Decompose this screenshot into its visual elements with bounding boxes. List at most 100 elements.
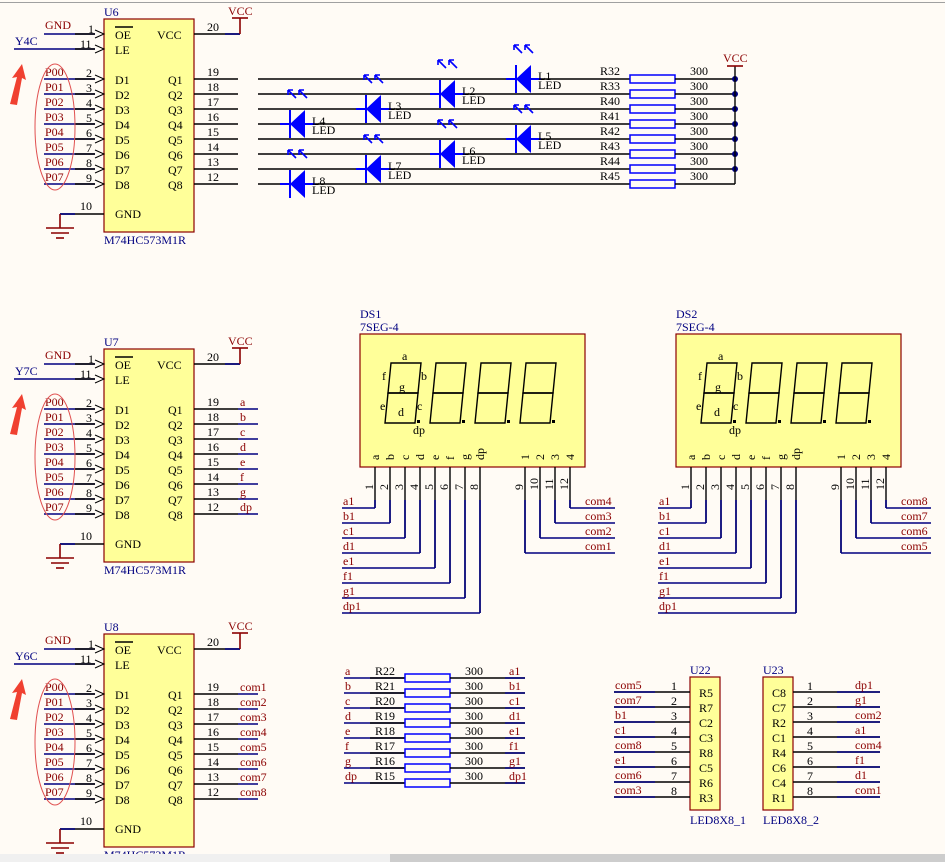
- pin-number: 6: [807, 754, 813, 768]
- pin-number: 6: [671, 754, 677, 768]
- annotation-ellipse: [34, 63, 76, 191]
- pin-letter: 1: [834, 454, 848, 460]
- latch-body: [103, 18, 195, 233]
- resistor-ref: R43: [600, 139, 620, 153]
- resistor-value: 300: [690, 109, 708, 123]
- ground-symbol: [46, 544, 74, 569]
- pin-letter: e: [744, 455, 758, 460]
- pin-number: 4: [407, 484, 421, 490]
- light-emission-icon: [363, 134, 373, 144]
- led-ref: L4: [312, 114, 325, 128]
- horizontal-scrollbar[interactable]: [0, 854, 945, 862]
- pin-number: 18: [207, 695, 219, 709]
- common-net-label: com7: [901, 509, 928, 523]
- pin-name: D2: [115, 88, 130, 102]
- output-net-label: f: [240, 470, 244, 484]
- pin-input-arrow: [94, 494, 106, 504]
- output-net-label: c: [240, 425, 245, 439]
- pin-input-arrow: [94, 764, 106, 774]
- pin-name: D3: [115, 718, 130, 732]
- pin-number: 8: [783, 484, 797, 490]
- pin-number: 10: [80, 814, 92, 828]
- input-net-label: P02: [45, 710, 64, 724]
- resistor-out-net: f1: [509, 739, 519, 753]
- header-net-label: e1: [615, 753, 626, 767]
- pin-input-arrow: [94, 404, 106, 414]
- pin-name-gnd: GND: [115, 537, 141, 551]
- pin-number: 11: [80, 37, 92, 51]
- light-emission-icon: [524, 104, 534, 114]
- pin-number: 1: [362, 484, 376, 490]
- decimal-point: [733, 420, 736, 423]
- pin-name: Q3: [168, 718, 183, 732]
- latch-part: M74HC573M1R: [104, 563, 186, 577]
- scrollbar-thumb[interactable]: [390, 854, 945, 862]
- pin-name-oe: OE: [115, 28, 131, 42]
- pin-name: Q2: [168, 88, 183, 102]
- pin-number: 13: [207, 155, 219, 169]
- segment-label-f: f: [698, 369, 702, 383]
- pin-name: D1: [115, 73, 130, 87]
- led-ref: L7: [388, 159, 401, 173]
- input-net-label: P07: [45, 785, 64, 799]
- resistor-body: [629, 119, 676, 129]
- pin-letter: 4: [563, 454, 577, 460]
- decimal-point: [417, 420, 420, 423]
- resistor-value: 300: [465, 679, 483, 693]
- led-type: LED: [312, 183, 336, 197]
- input-net-label: P04: [45, 740, 64, 754]
- resistor-body: [629, 89, 676, 99]
- latch-u8: U8M74HC573M1RGND1OEY6C11LEVCC20VCCGND10P…: [10, 619, 267, 854]
- pin-letter: 3: [864, 454, 878, 460]
- segment-net-label: a1: [343, 494, 354, 508]
- output-net-label: g: [240, 485, 246, 499]
- pin-letter: d: [729, 454, 743, 460]
- resistor-ref: R17: [375, 739, 395, 753]
- decimal-point: [868, 420, 871, 423]
- common-net-label: com6: [901, 524, 928, 538]
- le-net-label: Y4C: [15, 34, 38, 48]
- segment-label-d: d: [398, 405, 404, 419]
- pin-number: 3: [86, 696, 92, 710]
- resistor-ref: R18: [375, 724, 395, 738]
- pin-number: 14: [207, 470, 219, 484]
- resistor-in-net: c: [345, 694, 350, 708]
- pin-number: 2: [86, 681, 92, 695]
- pin-letter: a: [368, 454, 382, 460]
- input-net-label: P07: [45, 170, 64, 184]
- pin-number: 3: [671, 709, 677, 723]
- pin-input-arrow: [94, 434, 106, 444]
- resistor-ref: R22: [375, 664, 395, 678]
- segment-label-d: d: [714, 405, 720, 419]
- pin-number: 19: [207, 395, 219, 409]
- common-net-label: com3: [585, 509, 612, 523]
- pin-number: 2: [86, 66, 92, 80]
- pin-number: 15: [207, 740, 219, 754]
- pin-letter: g: [458, 454, 472, 460]
- resistor-body: [404, 703, 451, 713]
- pin-input-arrow: [94, 419, 106, 429]
- header-body: [762, 676, 794, 811]
- light-emission-icon: [513, 104, 523, 114]
- pin-number: 20: [207, 20, 219, 34]
- resistor-body: [404, 688, 451, 698]
- segment-net-label: d1: [659, 539, 671, 553]
- led-ref: L6: [462, 144, 475, 158]
- resistor-body: [404, 763, 451, 773]
- light-emission-icon: [298, 149, 308, 159]
- pin-name: C6: [772, 761, 786, 775]
- pin-number: 2: [671, 694, 677, 708]
- light-emission-icon: [448, 59, 458, 69]
- segment-label-b: b: [421, 369, 427, 383]
- pin-letter: c: [714, 455, 728, 460]
- pin-name: C2: [699, 716, 713, 730]
- resistor-body: [404, 748, 451, 758]
- pin-name: C8: [772, 686, 786, 700]
- pin-number: 6: [86, 126, 92, 140]
- pin-input-arrow: [94, 134, 106, 144]
